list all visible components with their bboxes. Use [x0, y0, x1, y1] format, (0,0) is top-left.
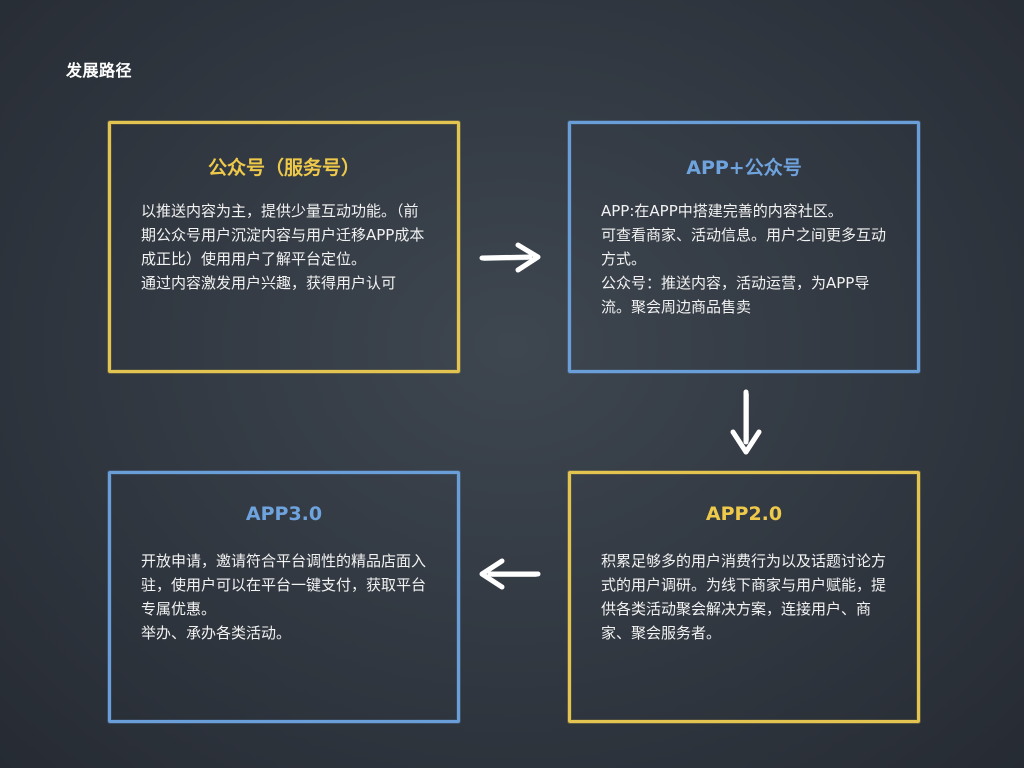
- step-box-wechat-official-account: 公众号（服务号） 以推送内容为主，提供少量互动功能。（前期公众号用户沉淀内容与用…: [108, 121, 460, 373]
- step-paragraph: 举办、承办各类活动。: [141, 624, 292, 642]
- step-title: APP2.0: [705, 503, 783, 525]
- step-description: APP:在APP中搭建完善的内容社区。 可查看商家、活动信息。用户之间更多互动方…: [601, 199, 893, 319]
- step-box-app-3-0: APP3.0 开放申请，邀请符合平台调性的精品店面入驻，使用户可以在平台一键支付…: [108, 471, 460, 723]
- step-paragraph: 以推送内容为主，提供少量互动功能。（前期公众号用户沉淀内容与用户迁移APP成本成…: [141, 202, 425, 268]
- arrow-down-icon: [730, 389, 762, 455]
- step-description: 以推送内容为主，提供少量互动功能。（前期公众号用户沉淀内容与用户迁移APP成本成…: [141, 199, 433, 295]
- step-title: APP+公众号: [686, 157, 802, 179]
- step-paragraph: 公众号：推送内容，活动运营，为APP导流。聚会周边商品售卖: [601, 274, 870, 316]
- page-title: 发展路径: [66, 61, 133, 80]
- arrow-left-icon: [479, 558, 541, 590]
- step-description: 开放申请，邀请符合平台调性的精品店面入驻，使用户可以在平台一键支付，获取平台专属…: [141, 549, 433, 645]
- step-title: 公众号（服务号）: [207, 157, 360, 179]
- step-paragraph: 开放申请，邀请符合平台调性的精品店面入驻，使用户可以在平台一键支付，获取平台专属…: [141, 552, 427, 618]
- arrow-right-icon: [479, 242, 541, 273]
- step-paragraph: APP:在APP中搭建完善的内容社区。: [601, 202, 843, 220]
- step-paragraph: 通过内容激发用户兴趣，获得用户认可: [141, 274, 397, 292]
- step-paragraph: 积累足够多的用户消费行为以及话题讨论方式的用户调研。为线下商家与用户赋能，提供各…: [601, 552, 887, 642]
- step-box-app-plus-official-account: APP+公众号 APP:在APP中搭建完善的内容社区。 可查看商家、活动信息。用…: [568, 121, 920, 373]
- step-title: APP3.0: [245, 503, 323, 525]
- step-description: 积累足够多的用户消费行为以及话题讨论方式的用户调研。为线下商家与用户赋能，提供各…: [601, 549, 893, 645]
- step-box-app-2-0: APP2.0 积累足够多的用户消费行为以及话题讨论方式的用户调研。为线下商家与用…: [568, 471, 920, 723]
- step-paragraph: 可查看商家、活动信息。用户之间更多互动方式。: [601, 226, 887, 268]
